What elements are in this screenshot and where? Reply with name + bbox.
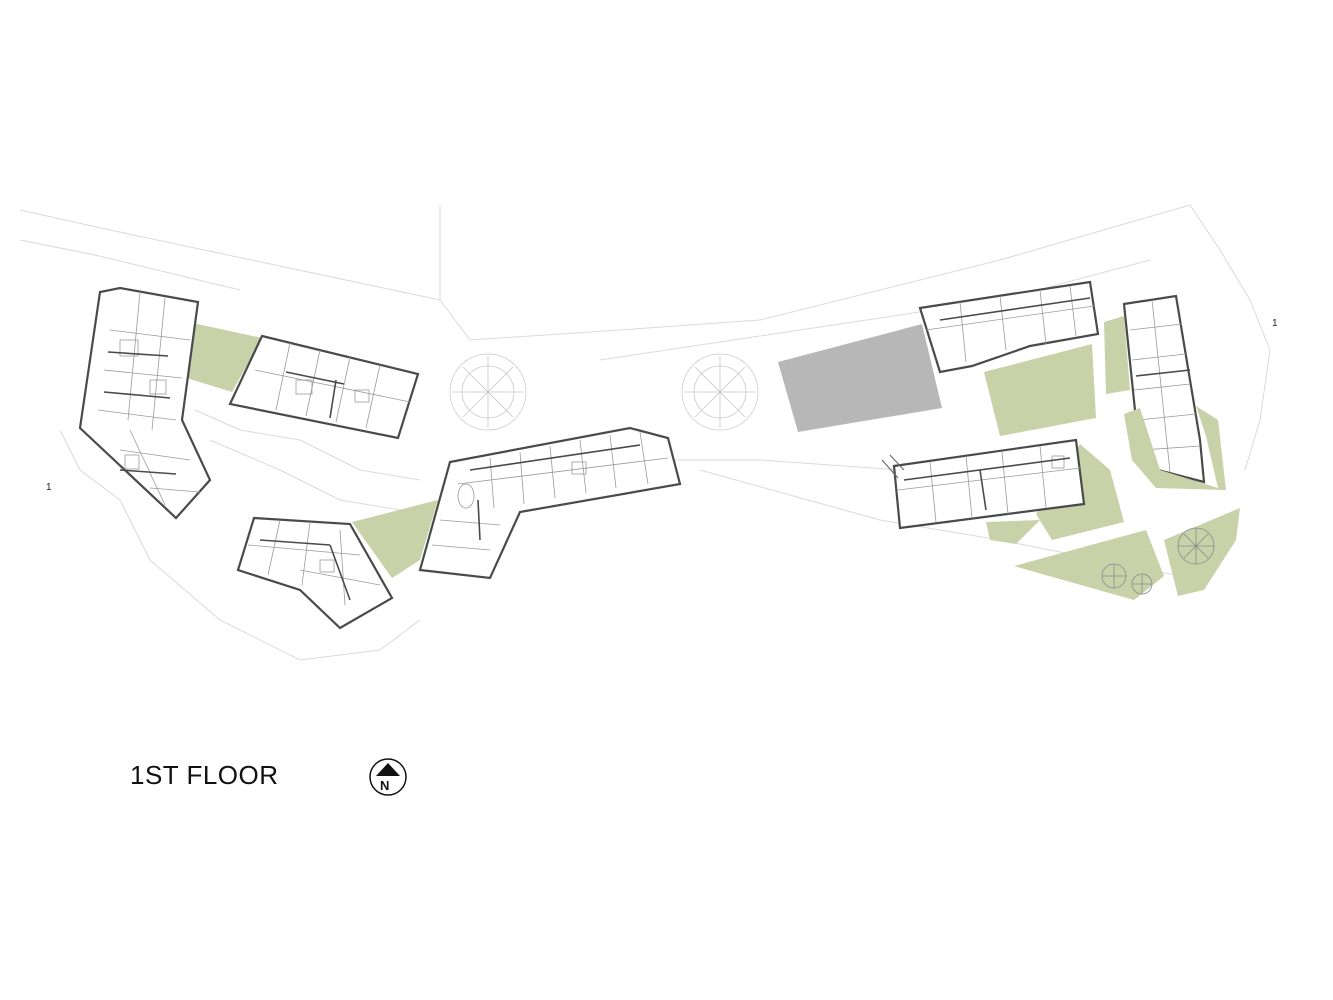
building-e bbox=[918, 280, 1100, 374]
garden-courtyard-3 bbox=[984, 344, 1096, 436]
park-trees bbox=[1101, 527, 1215, 595]
section-marker-right-label: 1 bbox=[1272, 318, 1278, 329]
garden-terrace-2 bbox=[986, 520, 1040, 544]
section-marker-left-label: 1 bbox=[46, 482, 52, 493]
hall-roof bbox=[778, 324, 942, 432]
building-b bbox=[228, 334, 420, 440]
building-g bbox=[881, 438, 1086, 530]
garden-strip-east bbox=[1104, 316, 1130, 394]
floor-title: 1ST FLOOR bbox=[130, 760, 279, 790]
section-marker-right: 1 bbox=[1272, 318, 1278, 329]
building-c bbox=[236, 516, 394, 630]
building-d bbox=[418, 426, 682, 580]
section-marker-left: 1 bbox=[46, 482, 52, 493]
garden-east-lower bbox=[1124, 406, 1226, 490]
garden-courtyard-1 bbox=[180, 322, 262, 392]
north-label: N bbox=[380, 778, 390, 793]
garden-park bbox=[1014, 530, 1164, 600]
tree-left bbox=[449, 353, 527, 431]
garden-courtyard-2 bbox=[352, 500, 438, 578]
tree-right bbox=[681, 353, 759, 431]
north-arrow-icon bbox=[369, 758, 407, 796]
building-a bbox=[78, 286, 212, 520]
